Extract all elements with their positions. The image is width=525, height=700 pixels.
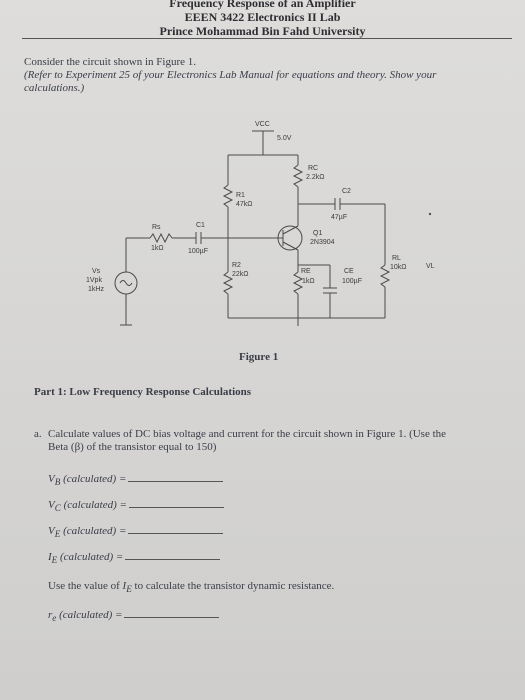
ie-answer-blank — [125, 550, 221, 560]
circuit-diagram: VCC 5.0V RC 2.2kΩ C2 47µF R1 47kΩ Q1 2N3… — [86, 121, 435, 326]
r1-label: R1 — [236, 192, 245, 199]
rl-label: RL — [392, 255, 401, 262]
rs-label: Rs — [152, 224, 161, 231]
vs-amplitude: 1Vpk — [86, 277, 102, 284]
rs-value: 1kΩ — [151, 245, 164, 252]
r2-label: R2 — [232, 262, 241, 269]
vs-frequency: 1kHz — [88, 286, 104, 293]
intro-line-1: Consider the circuit shown in Figure 1. — [24, 56, 197, 68]
c2-label: C2 — [342, 188, 351, 195]
item-a-marker: a. — [34, 428, 42, 440]
ve-answer-blank — [128, 524, 224, 534]
vc-calculated-line: VC (calculated) = — [48, 498, 224, 513]
header-title: Frequency Response of an Amplifier — [169, 0, 356, 10]
item-a-line-2: Beta (β) of the transistor equal to 150) — [48, 441, 217, 453]
vcc-value: 5.0V — [277, 135, 292, 142]
c1-label: C1 — [196, 222, 205, 229]
stray-dot — [428, 212, 432, 216]
vcc-label: VCC — [255, 121, 270, 128]
c1-value: 100µF — [188, 248, 208, 255]
r2-value: 22kΩ — [232, 271, 249, 278]
ie-calculated-line: IE (calculated) = — [48, 550, 221, 565]
intro-line-2: (Refer to Experiment 25 of your Electron… — [24, 69, 437, 81]
r1-value: 47kΩ — [236, 201, 253, 208]
c2-value: 47µF — [331, 214, 347, 221]
header-university: Prince Mohammad Bin Fahd University — [159, 24, 366, 38]
rc-value: 2.2kΩ — [306, 174, 324, 181]
header-course: EEEN 3422 Electronics II Lab — [184, 10, 341, 24]
q1-value: 2N3904 — [310, 239, 335, 246]
re-answer-blank — [124, 608, 220, 618]
q1-label: Q1 — [313, 230, 322, 237]
vb-answer-blank — [128, 472, 224, 482]
item-a-line-1: Calculate values of DC bias voltage and … — [48, 428, 447, 440]
rc-label: RC — [308, 165, 318, 172]
vb-calculated-line: VB (calculated) = — [48, 472, 224, 487]
ce-value: 100µF — [342, 278, 362, 285]
rl-value: 10kΩ — [390, 264, 407, 271]
re-value: 1kΩ — [302, 278, 315, 285]
vc-answer-blank — [128, 498, 224, 508]
figure-caption: Figure 1 — [239, 351, 279, 363]
header-divider — [22, 38, 512, 39]
re-label: RE — [301, 268, 311, 275]
part1-title: Part 1: Low Frequency Response Calculati… — [34, 386, 252, 398]
ce-label: CE — [344, 268, 354, 275]
instruction-line: Use the value of IE to calculate the tra… — [48, 580, 335, 595]
intro-line-3: calculations.) — [24, 82, 85, 94]
vl-label: VL — [426, 263, 435, 270]
ve-calculated-line: VE (calculated) = — [48, 524, 224, 539]
vs-label: Vs — [92, 268, 101, 275]
re-calculated-line: re (calculated) = — [48, 608, 220, 623]
